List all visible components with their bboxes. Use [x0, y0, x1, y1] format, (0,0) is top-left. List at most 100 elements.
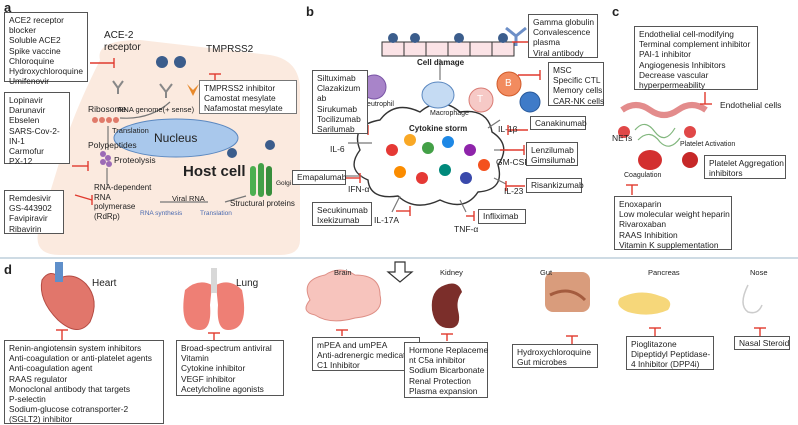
panel-label-a: a — [4, 0, 12, 15]
risankizumab-box: Risankizumab — [526, 178, 584, 193]
drug-item: Camostat mesylate — [204, 93, 276, 104]
drug-item: RAAS regulator — [9, 373, 68, 384]
brain-label: Brain — [334, 268, 352, 277]
drug-item: Viral antibody — [533, 47, 584, 58]
drug-item: Gut microbes — [517, 357, 567, 368]
drug-item: Canakinumab — [535, 118, 587, 128]
ifna-label: IFN-α — [348, 184, 370, 194]
nose-drug-box: Nasal Steroid — [734, 336, 790, 350]
heart-drug-box: Renin-angiotensin system inhibitors Anti… — [4, 340, 164, 424]
drug-item: Hydroxychloroquine — [517, 347, 592, 357]
drug-item: Ixekizumab — [317, 215, 360, 226]
platelet-aggregation-shape — [682, 152, 698, 168]
drug-item: Risankizumab — [531, 180, 584, 190]
drug-item: Pioglitazone — [631, 339, 677, 349]
drug-item: Monoclonal antibody that targets — [9, 383, 131, 394]
coagulation-shape — [638, 150, 662, 170]
macrophage-shape — [421, 81, 455, 109]
drug-item: P-selectin — [9, 394, 46, 405]
il17-drug-box: Secukinumab Ixekizumab — [312, 202, 372, 226]
gut-shape — [545, 272, 590, 312]
cytotoxic-shape — [519, 91, 541, 113]
pancreas-shape — [618, 292, 671, 315]
nets-label: NETs — [612, 133, 633, 143]
drug-item: Memory cells — [553, 85, 603, 96]
lung-label: Lung — [236, 278, 259, 289]
drug-item: Gimsilumab — [531, 155, 576, 166]
neutrophil-label: Neutrophil — [362, 101, 394, 108]
panel-label-c: c — [612, 4, 620, 19]
nose-label: Nose — [750, 268, 768, 277]
drug-item: ab — [317, 93, 327, 104]
drug-item: Rivaroxaban — [619, 219, 667, 230]
drug-item: Nafamostat mesylate — [204, 103, 283, 114]
drug-item: nt C5a inhibitor — [409, 355, 466, 366]
drug-item: Hydroxychloroquine — [9, 66, 84, 77]
drug-item: PX-12 — [9, 156, 33, 167]
endothelial-shape — [620, 102, 708, 118]
heart-shape — [40, 262, 95, 330]
drug-item: 4 Inhibitor (DPP4i) — [631, 359, 700, 370]
il6-label: IL-6 — [330, 144, 345, 154]
cell-damage-label: Cell damage — [417, 58, 465, 67]
rna-synthesis-label: RNA synthesis — [140, 210, 183, 217]
translation-label: Translation — [112, 126, 149, 135]
drug-item: Carmofur — [9, 146, 44, 157]
panel-c-inhibitions — [626, 92, 712, 195]
drug-item: Terminal complement inhibitor — [639, 39, 751, 50]
canakinumab-box: Canakinumab — [530, 116, 587, 130]
drug-item: mPEA and umPEA — [317, 340, 388, 350]
gmcsf-label: GM-CSF — [496, 157, 530, 167]
cell-therapy-box: MSC Specific CTL Memory cells CAR-NK cel… — [548, 62, 604, 106]
drug-item: inhibitors — [709, 168, 743, 179]
drug-item: MSC — [553, 65, 572, 75]
drug-item: C1 Inhibitor — [317, 360, 360, 371]
drug-item: Convalescence — [533, 27, 591, 38]
drug-item: blocker — [9, 25, 36, 36]
kidney-shape — [431, 283, 462, 329]
drug-item: hyperpermeability — [639, 80, 706, 91]
cytokine-dots — [386, 134, 490, 184]
emapalumab-box: Emapalumab — [292, 170, 346, 185]
ribosome-shape — [92, 117, 119, 123]
ace2-drug-box: ACE2 receptor blocker Soluble ACE2 Spike… — [4, 12, 88, 86]
platelet-shapes — [618, 126, 696, 138]
pancreas-label: Pancreas — [648, 268, 680, 277]
drug-item: Vitamin — [181, 353, 209, 364]
drug-item: Anti-coagulation or anti-platelet agents — [9, 353, 152, 364]
panel-a-inhibitions — [72, 58, 221, 205]
viral-rna-label: Viral RNA — [172, 194, 205, 203]
kidney-label: Kidney — [440, 268, 463, 277]
drug-item: Chloroquine — [9, 55, 55, 66]
drug-item: Ribavirin — [9, 223, 42, 234]
drug-item: Broad-spectrum antiviral — [181, 343, 272, 353]
il1b-label: IL-1β — [498, 124, 518, 134]
drug-item: Angiogenesis Inhibitors — [639, 59, 726, 70]
drug-item: Low molecular weight heparin — [619, 209, 730, 220]
golgi-label: Golgi — [276, 180, 292, 187]
drug-item: Nasal Steroid — [739, 338, 790, 348]
drug-item: Sarilumab — [317, 124, 355, 135]
tmprss2-label: TMPRSS2 — [206, 44, 254, 55]
infliximab-box: Infliximab — [478, 209, 526, 224]
tmprss2-glyph — [187, 84, 199, 96]
heart-label: Heart — [92, 278, 117, 289]
drug-item: Infliximab — [483, 211, 519, 221]
host-cell-label: Host cell — [183, 163, 246, 180]
drug-item: Enoxaparin — [619, 199, 662, 209]
rdrp-drug-box: Remdesivir GS-443902 Favipiravir Ribavir… — [4, 190, 64, 234]
cytokine-cloud — [353, 102, 505, 206]
drug-item: plasma — [533, 37, 560, 48]
il6-drug-box: Siltuximab Clazakizum ab Sirukumab Tocil… — [312, 70, 368, 134]
t-cell-shape — [468, 87, 494, 113]
drug-item: Lenzilumab — [531, 145, 574, 155]
drug-item: Endothelial cell-modifying — [639, 29, 734, 39]
platelet-activation-label: Platelet Activation — [680, 141, 736, 148]
gut-drug-box: Hydroxychloroquine Gut microbes — [512, 344, 598, 368]
drug-item: SARS-Cov-2- — [9, 125, 60, 136]
golgi-shape — [250, 163, 272, 197]
tmprss2-drug-box: TMPRSS2 inhibitor Camostat mesylate Nafa… — [199, 80, 297, 114]
drug-item: Vitamin K supplementation — [619, 239, 719, 250]
lung-drug-box: Broad-spectrum antiviral Vitamin Cytokin… — [176, 340, 284, 396]
